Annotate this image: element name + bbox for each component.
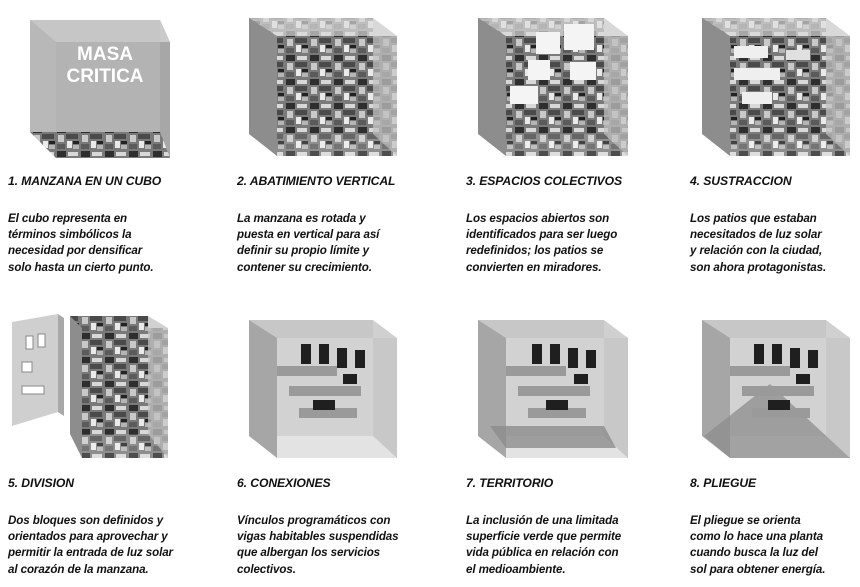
step-title: 4. SUSTRACCION <box>690 174 792 188</box>
cube-figure-5 <box>8 308 178 468</box>
cube-label-line-1: MASA <box>77 44 133 65</box>
cube-figure-3 <box>466 6 636 166</box>
cube-figure-2 <box>237 6 407 166</box>
cube-figure-4 <box>690 6 860 166</box>
cube-figure-1: MASA CRITICA <box>8 6 178 166</box>
step-title: 2. ABATIMIENTO VERTICAL <box>237 174 396 188</box>
step-title: 1. MANZANA EN UN CUBO <box>8 174 162 188</box>
cube-figure-8 <box>690 308 860 468</box>
cube-figure-7 <box>466 308 636 468</box>
step-title: 5. DIVISION <box>8 476 74 490</box>
cube-label-line-2: CRITICA <box>66 66 143 87</box>
cube-figure-6 <box>237 308 407 468</box>
step-title: 8. PLIEGUE <box>690 476 757 490</box>
step-title: 3. ESPACIOS COLECTIVOS <box>466 174 623 188</box>
step-title: 7. TERRITORIO <box>466 476 554 490</box>
step-title: 6. CONEXIONES <box>237 476 331 490</box>
